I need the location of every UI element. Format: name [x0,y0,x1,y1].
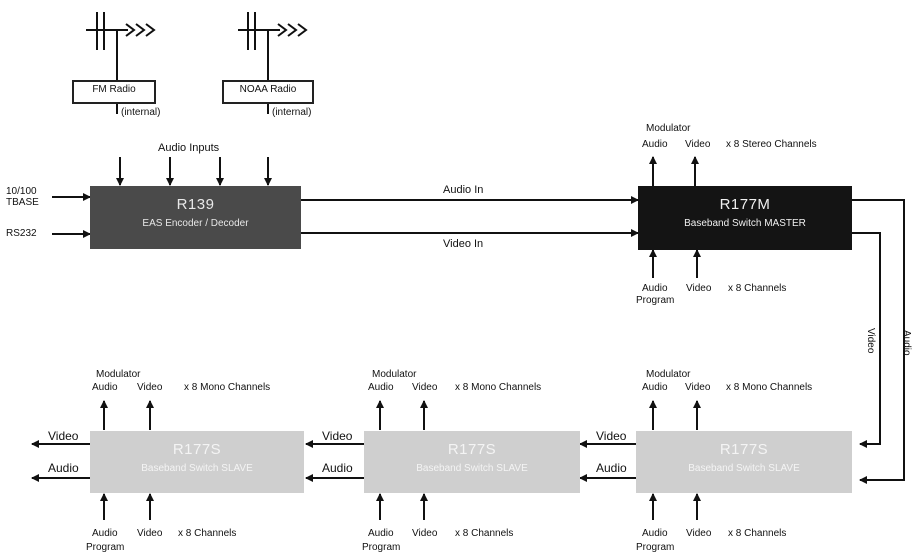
slave3-mod-audio-label: Audio [642,382,668,393]
slave2-mod-channels-label: x 8 Mono Channels [455,382,542,393]
slave2-prog-video-label: Video [412,528,438,539]
r177s-1-name: R177S [172,441,222,458]
slave3-modulator-label: Modulator [646,369,691,380]
ethernet-label-1: 10/100 [6,186,37,197]
r177m-mod-audio-label: Audio [642,139,668,150]
slave2-mod-video-label: Video [412,382,438,393]
audio-in-label: Audio In [443,184,484,196]
slave1-mod-video-label: Video [137,382,163,393]
slave1-out-video-label: Video [48,429,79,443]
noaa-radio-box: NOAA Radio [222,80,314,104]
vertical-audio-label: Audio [901,330,912,356]
r177m-modulator-label: Modulator [646,123,691,134]
slave3-prog-program-label: Program [636,542,675,553]
slave1-prog-video-label: Video [137,528,163,539]
slave2-prog-audio-label: Audio [368,528,394,539]
fm-radio-label: FM Radio [92,84,136,95]
audio-inputs-label: Audio Inputs [158,142,220,154]
r177m-mod-video-label: Video [685,139,711,150]
r177s-1-desc: Baseband Switch SLAVE [141,463,253,474]
fm-antenna-icon [86,12,156,114]
slave1-mod-channels-label: x 8 Mono Channels [184,382,271,393]
slave3-out-video-label: Video [596,429,627,443]
noaa-antenna-icon [238,12,308,114]
noaa-radio-sub: (internal) [272,107,312,118]
slave3-prog-channels-label: x 8 Channels [728,528,787,539]
slave2-out-video-label: Video [322,429,353,443]
slave3-out-audio-label: Audio [596,461,627,475]
r177s-block-3: R177S Baseband Switch SLAVE [636,431,852,493]
r177m-prog-channels-label: x 8 Channels [728,283,787,294]
r177m-prog-audio-label: Audio [642,283,668,294]
slave2-prog-channels-label: x 8 Channels [455,528,514,539]
r177s-block-2: R177S Baseband Switch SLAVE [364,431,580,493]
fm-radio-box: FM Radio [72,80,156,104]
video-in-label: Video In [443,238,484,250]
slave1-out-audio-label: Audio [48,461,79,475]
slave1-prog-audio-label: Audio [92,528,118,539]
slave2-mod-audio-label: Audio [368,382,394,393]
r177m-prog-video-label: Video [686,283,712,294]
slave2-out-audio-label: Audio [322,461,353,475]
slave3-mod-channels-label: x 8 Mono Channels [726,382,813,393]
r177m-name: R177M [719,196,771,213]
r177m-prog-program-label: Program [636,295,675,306]
slave1-mod-audio-label: Audio [92,382,118,393]
slave3-mod-video-label: Video [685,382,711,393]
slave3-prog-audio-label: Audio [642,528,668,539]
r177s-3-desc: Baseband Switch SLAVE [688,463,800,474]
vertical-video-label: Video [865,328,876,354]
slave1-modulator-label: Modulator [96,369,141,380]
r177s-2-name: R177S [447,441,497,458]
r177m-block: R177M Baseband Switch MASTER [638,186,852,250]
slave1-prog-program-label: Program [86,542,125,553]
r177m-desc: Baseband Switch MASTER [684,218,806,229]
slave2-modulator-label: Modulator [372,369,417,380]
ethernet-label-2: TBASE [6,197,39,208]
r177s-2-desc: Baseband Switch SLAVE [416,463,528,474]
noaa-radio-label: NOAA Radio [239,84,297,95]
slave3-prog-video-label: Video [686,528,712,539]
r139-name: R139 [176,196,215,213]
rs232-label: RS232 [6,228,37,239]
r139-desc: EAS Encoder / Decoder [142,218,249,229]
r139-block: R139 EAS Encoder / Decoder [90,186,301,249]
slave2-prog-program-label: Program [362,542,401,553]
r177s-3-name: R177S [719,441,769,458]
r177m-mod-channels-label: x 8 Stereo Channels [726,139,817,150]
fm-radio-sub: (internal) [121,107,161,118]
r177s-block-1: R177S Baseband Switch SLAVE [90,431,304,493]
slave1-prog-channels-label: x 8 Channels [178,528,237,539]
